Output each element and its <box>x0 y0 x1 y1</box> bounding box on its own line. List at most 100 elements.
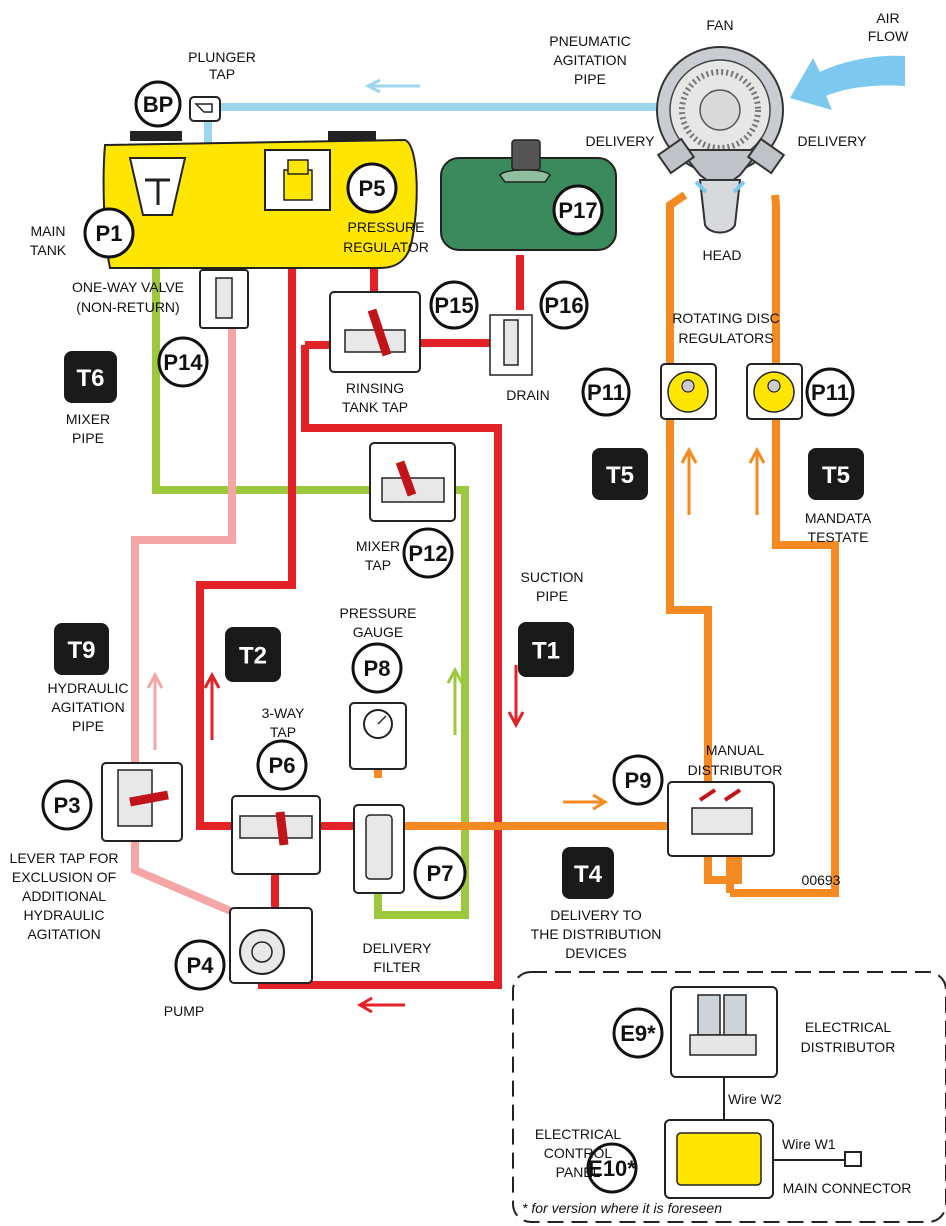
badge-circle <box>402 527 454 579</box>
badge-text: P16 <box>544 293 583 318</box>
return-pipe-t2 <box>196 240 296 830</box>
lever-tap-icon <box>101 762 183 842</box>
pipe-badge-box <box>592 448 648 500</box>
badge-circle <box>612 1007 664 1059</box>
pipe-badge-t5a: T5 <box>592 448 648 500</box>
pipe-badge-box <box>64 351 117 403</box>
badge-bp: BP <box>134 80 182 128</box>
three-way-tap-icon <box>231 795 321 875</box>
badge-p6: P6 <box>256 739 308 791</box>
badge-text: P5 <box>359 176 386 201</box>
main-connector-icon <box>844 1151 862 1167</box>
pipe-badge-text: T9 <box>67 637 95 664</box>
badge-p16: P16 <box>539 280 589 330</box>
mixer-tap-icon <box>369 442 456 522</box>
pipe-badge-text: T5 <box>606 462 634 489</box>
pipe-badge-text: T1 <box>532 638 560 665</box>
label-footnote: * for version where it is foreseen <box>522 1200 722 1216</box>
suction-pipe-segments <box>264 155 524 910</box>
pipe-badge-box <box>54 623 109 675</box>
pipe-badge-text: T6 <box>76 365 104 392</box>
badge-text: P6 <box>269 753 296 778</box>
pipe-badge-t9: T9 <box>54 623 109 675</box>
electrical-control-panel-icon <box>664 1119 774 1199</box>
label-wire-w1: Wire W1 <box>782 1136 836 1152</box>
badge-text: P8 <box>364 656 391 681</box>
badge-p8: P8 <box>351 642 403 694</box>
badge-text: P9 <box>625 768 652 793</box>
pump-icon <box>229 907 313 984</box>
badge-circle <box>413 846 467 900</box>
badge-circle <box>539 280 589 330</box>
flow-arrows <box>146 78 766 1014</box>
badge-p14: P14 <box>157 336 209 388</box>
main-tank-p1 <box>102 131 418 269</box>
badge-circle <box>157 336 209 388</box>
badge-text: BP <box>143 92 174 117</box>
one-way-valve-icon <box>199 269 249 329</box>
label-one-way-valve: ONE-WAY VALVE(NON-RETURN) <box>72 279 184 315</box>
pressure-gauge-icon <box>349 702 407 770</box>
fan <box>656 46 786 234</box>
badge-p4: P4 <box>174 939 226 991</box>
pipe-badge-t5b: T5 <box>808 448 864 500</box>
delivery-filter-icon <box>353 804 405 894</box>
label-delivery-left: DELIVERY <box>586 133 656 149</box>
badge-text: E9* <box>620 1021 656 1046</box>
badge-text: P11 <box>811 380 849 405</box>
badge-text: P17 <box>558 198 597 223</box>
pipe-badge-box <box>225 627 281 682</box>
badge-circle <box>581 367 631 417</box>
badge-circle <box>429 280 479 330</box>
badge-e10: E10* <box>586 1142 638 1194</box>
pipe-badge-text: T4 <box>574 861 603 888</box>
badge-circle <box>586 1142 638 1194</box>
rotating-disc-regulator-left-icon <box>660 363 717 420</box>
pipe-badge-text: T2 <box>239 643 267 670</box>
pipe-badge-box <box>562 847 614 899</box>
air-flow-arrow <box>790 55 905 110</box>
badge-text: P1 <box>96 221 123 246</box>
badge-circle <box>256 739 308 791</box>
label-main-connector: MAIN CONNECTOR <box>783 1180 912 1196</box>
label-head: HEAD <box>703 247 742 263</box>
badge-p11a: P11 <box>581 367 631 417</box>
badge-text: P7 <box>427 861 454 886</box>
pipe-badge-text: T5 <box>822 462 850 489</box>
badge-text: P4 <box>187 953 215 978</box>
mixer-pipe-t6 <box>152 220 469 919</box>
manual-distributor-icon <box>667 781 775 857</box>
badge-p3: P3 <box>41 779 93 831</box>
badge-p5: P5 <box>346 162 398 214</box>
plunger-tap-icon <box>189 96 221 122</box>
badge-p12: P12 <box>402 527 454 579</box>
badge-p17: P17 <box>552 184 604 236</box>
label-pump: PUMP <box>164 1003 204 1019</box>
badge-circle <box>174 939 226 991</box>
electrical-optional-area <box>512 971 946 1223</box>
badge-text: P11 <box>587 380 625 405</box>
rotating-disc-regulator-right-icon <box>746 363 803 420</box>
pipe-badge-t6: T6 <box>64 351 117 403</box>
badge-p15: P15 <box>429 280 479 330</box>
delivery-pipe-t5-right <box>726 194 839 897</box>
pipe-badge-t1: T1 <box>518 622 574 677</box>
pipe-badge-t4: T4 <box>562 847 614 899</box>
delivery-pipe-t5-left <box>666 191 742 884</box>
